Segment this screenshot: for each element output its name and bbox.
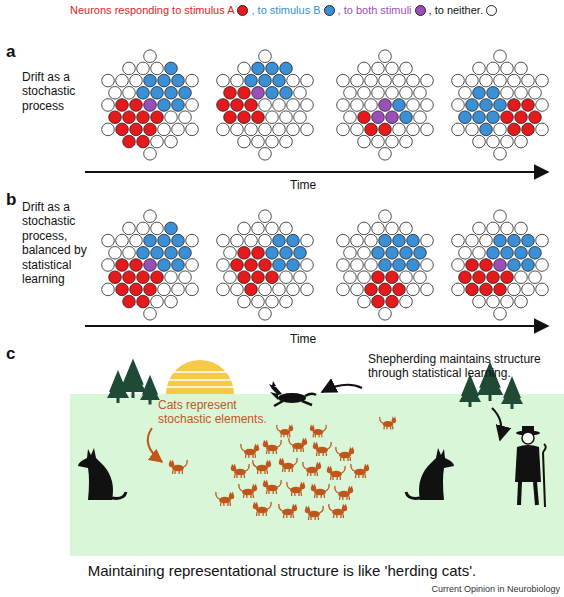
time-arrow	[85, 171, 548, 173]
leader-arrow	[322, 385, 362, 392]
label-text: Cats represent stochastic elements.	[158, 398, 283, 427]
watermark: Current Opinion in Neurobiology	[400, 584, 560, 595]
legend-swatch	[324, 5, 335, 16]
panel-letter: a	[6, 42, 26, 62]
leader-arrow	[492, 408, 501, 440]
leader-arrow	[148, 428, 162, 462]
legend-text: , to stimulus B	[251, 4, 320, 16]
label-text: Drift as a stochastic process, balanced …	[22, 200, 94, 286]
label-text: Time	[290, 332, 350, 346]
time-arrow	[85, 325, 548, 327]
legend-text: , to neither.	[429, 4, 483, 16]
legend-swatch	[237, 5, 248, 16]
neuron-clusters	[102, 50, 549, 320]
label-text: Drift as a stochastic process	[22, 70, 94, 113]
caption: Maintaining representational structure i…	[10, 562, 554, 580]
legend-swatch	[415, 5, 426, 16]
label-text: Time	[290, 178, 350, 192]
panel-letter: c	[6, 344, 26, 364]
shepherd	[515, 426, 546, 507]
dogs	[78, 381, 454, 500]
legend-text: , to both stimuli	[338, 4, 412, 16]
meadow	[70, 394, 564, 556]
legend: Neurons responding to stimulus A , to sti…	[70, 4, 500, 16]
legend-swatch	[486, 5, 497, 16]
legend-text: Neurons responding to stimulus A	[70, 4, 234, 16]
label-text: Shepherding maintains structure through …	[368, 352, 546, 381]
cats	[169, 416, 396, 520]
